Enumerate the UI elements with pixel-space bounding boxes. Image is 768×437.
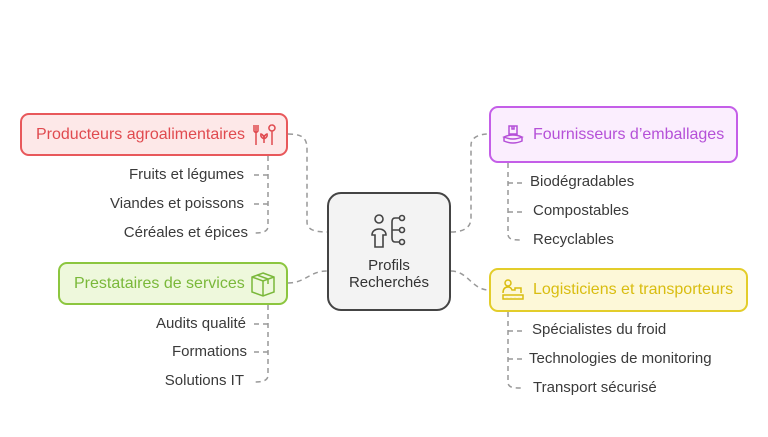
list-item: Solutions IT: [164, 372, 244, 389]
connector-center-prestataires: [287, 270, 328, 284]
connector-producteurs-items: [253, 156, 269, 234]
list-item: Compostables: [533, 202, 629, 219]
list-item: Audits qualité: [155, 315, 246, 332]
branch-title: Fournisseurs d’emballages: [533, 125, 725, 143]
connector-logisticiens-items: [507, 312, 523, 389]
conveyor-worker-icon: [501, 278, 525, 302]
connector-fournisseurs-items: [507, 163, 523, 241]
box-icon: [250, 271, 276, 297]
branch-fournisseurs[interactable]: Fournisseurs d’emballages: [489, 106, 738, 163]
center-label-line1: Profils: [368, 256, 410, 274]
branch-producteurs[interactable]: Producteurs agroalimentaires: [20, 113, 288, 156]
person-network-icon: [369, 213, 409, 253]
list-item: Viandes et poissons: [110, 195, 244, 212]
connector-center-producteurs: [287, 133, 328, 233]
list-item: Technologies de monitoring: [529, 350, 712, 367]
fork-plant-spoon-icon: [252, 123, 276, 147]
branch-logisticiens[interactable]: Logisticiens et transporteurs: [489, 268, 748, 312]
list-item: Transport sécurisé: [533, 379, 657, 396]
branch-title: Producteurs agroalimentaires: [36, 125, 245, 143]
package-platform-icon: [501, 123, 525, 147]
connector-center-fournisseurs: [450, 133, 490, 233]
connector-prestataires-items: [253, 305, 269, 383]
list-item: Spécialistes du froid: [532, 321, 667, 338]
list-item: Fruits et légumes: [128, 166, 244, 183]
connector-center-logisticiens: [450, 270, 490, 291]
branch-title: Prestataires de services: [74, 274, 245, 292]
center-label-line2: Recherchés: [348, 273, 430, 291]
center-node-profils[interactable]: Profils Recherchés: [327, 192, 451, 311]
list-item: Biodégradables: [530, 173, 635, 190]
branch-title: Logisticiens et transporteurs: [533, 281, 734, 298]
branch-prestataires[interactable]: Prestataires de services: [58, 262, 288, 305]
list-item: Recyclables: [533, 231, 614, 248]
list-item: Céréales et épices: [123, 224, 248, 241]
list-item: Formations: [171, 343, 247, 360]
